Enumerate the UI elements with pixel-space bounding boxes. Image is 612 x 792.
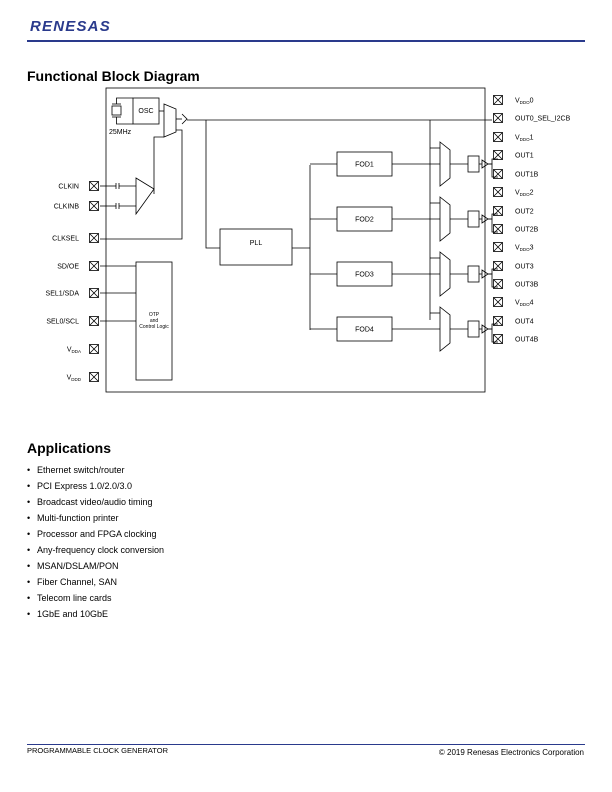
fod-label: FOD4 <box>355 327 374 334</box>
right-pin <box>493 113 503 123</box>
right-pin-label: VDDO0 <box>515 98 534 106</box>
right-pin-label: OUT2 <box>515 209 534 216</box>
header-rule <box>27 40 585 42</box>
right-pin-label: OUT4 <box>515 319 534 326</box>
left-pin-label: SEL0/SCL <box>46 319 79 326</box>
left-pin-label: SEL1/SDA <box>46 291 80 298</box>
application-item: 1GbE and 10GbE <box>27 606 164 622</box>
right-pin-label: OUT3B <box>515 282 539 289</box>
otp-label-line: and <box>150 318 159 324</box>
left-supply-pin-label: VDDD <box>67 375 82 383</box>
pin-vddd <box>89 372 99 382</box>
output-mux <box>439 196 451 242</box>
left-pin-label: CLKIN <box>58 184 79 191</box>
right-pin <box>493 150 503 160</box>
osc-label: OSC <box>138 108 153 115</box>
right-pin <box>493 95 503 105</box>
clkin-buffer <box>135 177 155 216</box>
output-driver <box>467 265 480 283</box>
right-pin-label: OUT2B <box>515 227 539 234</box>
left-pin-label: CLKSEL <box>52 236 79 243</box>
chip-outline <box>105 87 486 393</box>
footer-product: PROGRAMMABLE CLOCK GENERATOR <box>27 746 168 755</box>
pin-sel1-sda <box>89 288 99 298</box>
right-pin-label: VDDO2 <box>515 190 534 198</box>
right-pin-label: OUT1B <box>515 172 539 179</box>
right-pin <box>493 316 503 326</box>
output-driver <box>467 155 480 173</box>
application-item: Processor and FPGA clocking <box>27 526 164 542</box>
pin-clkin <box>89 181 99 191</box>
application-item: MSAN/DSLAM/PON <box>27 558 164 574</box>
application-item: Fiber Channel, SAN <box>27 574 164 590</box>
right-pin-label: OUT1 <box>515 153 534 160</box>
right-pin-label: VDDO1 <box>515 135 534 143</box>
pll-label: PLL <box>250 240 263 247</box>
output-driver <box>467 320 480 338</box>
right-pin <box>493 132 503 142</box>
applications-list: Ethernet switch/routerPCI Express 1.0/2.… <box>27 462 164 622</box>
right-pin-label: OUT4B <box>515 337 539 344</box>
right-pin <box>493 187 503 197</box>
application-item: PCI Express 1.0/2.0/3.0 <box>27 478 164 494</box>
application-item: Any-frequency clock conversion <box>27 542 164 558</box>
fod-label: FOD2 <box>355 217 374 224</box>
right-pin-label: VDDO4 <box>515 300 534 308</box>
applications-title: Applications <box>27 440 112 456</box>
pin-clkinb <box>89 201 99 211</box>
fod-label: FOD3 <box>355 272 374 279</box>
input-mux <box>163 103 177 138</box>
right-pin <box>493 224 503 234</box>
block-diagram-title: Functional Block Diagram <box>27 68 200 84</box>
left-supply-pin-label: VDDA <box>67 347 81 355</box>
left-pin-label: CLKINB <box>54 204 80 211</box>
pin-sd-oe <box>89 261 99 271</box>
right-pin <box>493 334 503 344</box>
right-pin <box>493 297 503 307</box>
pin-sel0-scl <box>89 316 99 326</box>
output-driver <box>467 210 480 228</box>
pll-box <box>219 228 293 266</box>
application-item: Telecom line cards <box>27 590 164 606</box>
renesas-logo: RENESAS <box>30 18 111 35</box>
crystal-freq-label: 25MHz <box>109 129 132 136</box>
right-pin <box>493 169 503 179</box>
application-item: Multi-function printer <box>27 510 164 526</box>
fod-label: FOD1 <box>355 162 374 169</box>
right-pin <box>493 206 503 216</box>
footer-copyright: © 2019 Renesas Electronics Corporation <box>438 748 584 757</box>
application-item: Ethernet switch/router <box>27 462 164 478</box>
otp-label-line: OTP <box>149 312 160 318</box>
right-pin-label: OUT0_SEL_I2CB <box>515 116 571 123</box>
pin-vdda <box>89 344 99 354</box>
footer-rule <box>27 744 585 745</box>
right-pin <box>493 242 503 252</box>
right-pin <box>493 279 503 289</box>
right-pin-label: VDDO3 <box>515 245 534 253</box>
left-pin-label: SD/OE <box>57 264 79 271</box>
right-pin <box>493 261 503 271</box>
output-mux <box>439 251 451 297</box>
output-mux <box>439 306 451 352</box>
otp-label-line: Control Logic <box>139 324 169 330</box>
application-item: Broadcast video/audio timing <box>27 494 164 510</box>
output-mux <box>439 141 451 187</box>
right-pin-label: OUT3 <box>515 264 534 271</box>
pin-clksel <box>89 233 99 243</box>
crystal-symbol <box>111 105 122 116</box>
